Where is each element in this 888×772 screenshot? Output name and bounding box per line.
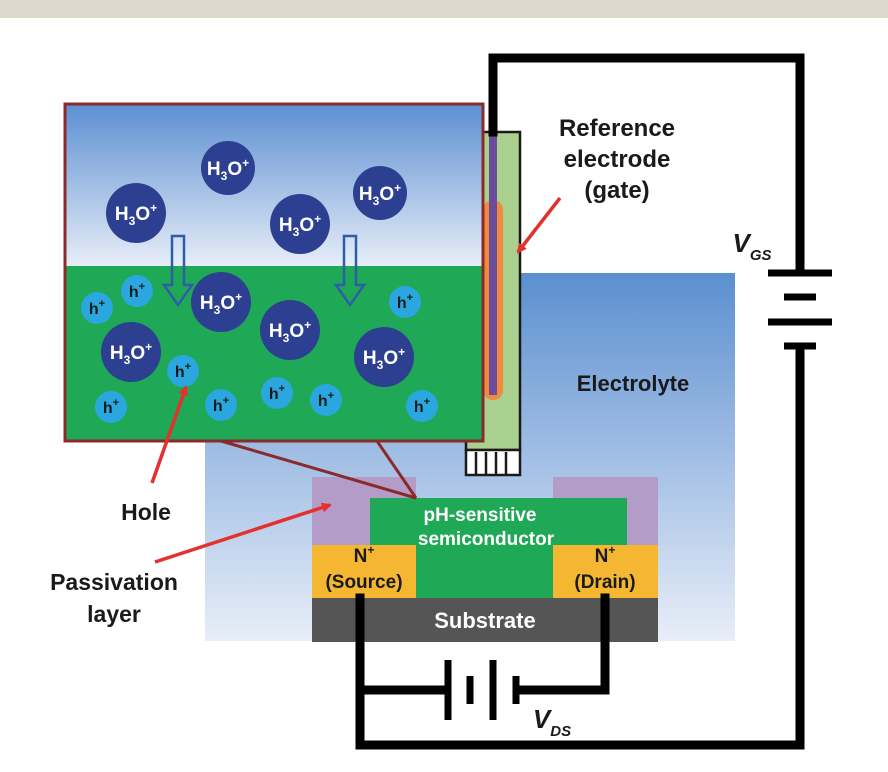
h3o-ions: H3O+ H3O+ H3O+ H3O+ H3O+ H3O+ H3O+ H3O+ — [101, 141, 414, 387]
reference-pointer-arrow — [516, 196, 562, 254]
hole-ion: h+ — [389, 286, 421, 318]
svg-text:h+: h+ — [397, 292, 413, 312]
h3o-ion: H3O+ — [353, 166, 407, 220]
source-label-1: N+ — [354, 543, 375, 567]
svg-text:h+: h+ — [213, 395, 229, 415]
svg-text:H3O+: H3O+ — [110, 340, 152, 367]
ph-sensitive-label-1: pH-sensitive — [424, 505, 537, 526]
drain-region — [553, 545, 658, 598]
h3o-ion: H3O+ — [101, 322, 161, 382]
h3o-ion: H3O+ — [260, 300, 320, 360]
svg-text:h+: h+ — [269, 383, 285, 403]
h3o-ion: H3O+ — [354, 327, 414, 387]
ph-sensitive-label-2: semiconductor — [418, 529, 555, 550]
reference-electrode-label-3: (gate) — [584, 177, 649, 204]
passivation-label-1: Passivation — [50, 569, 178, 595]
hole-ion: h+ — [310, 384, 342, 416]
svg-text:h+: h+ — [129, 281, 145, 301]
svg-text:H3O+: H3O+ — [279, 212, 321, 239]
svg-text:h+: h+ — [414, 396, 430, 416]
callout-line-right — [375, 440, 418, 499]
svg-text:H3O+: H3O+ — [269, 318, 311, 345]
svg-text:H3O+: H3O+ — [363, 345, 405, 372]
circuit-wires — [355, 53, 805, 750]
drain-label-2: (Drain) — [574, 572, 635, 593]
hole-ion: h+ — [81, 292, 113, 324]
vds-battery — [444, 660, 520, 720]
reference-electrode-label-1: Reference — [559, 115, 675, 142]
svg-text:H3O+: H3O+ — [207, 156, 249, 183]
hole-ion: h+ — [205, 389, 237, 421]
svg-text:h+: h+ — [318, 390, 334, 410]
passivation-pointer-arrow — [154, 502, 332, 564]
svg-text:h+: h+ — [89, 298, 105, 318]
down-arrow-right — [333, 234, 367, 308]
vgs-label: VGS — [732, 228, 771, 264]
reference-electrode-label-2: electrode — [564, 146, 671, 173]
substrate-label: Substrate — [434, 608, 535, 633]
hole-ion: h+ — [261, 377, 293, 409]
hole-pointer-arrow — [150, 385, 189, 484]
source-label-2: (Source) — [325, 572, 402, 593]
svg-text:h+: h+ — [103, 397, 119, 417]
down-arrow-left — [161, 234, 195, 308]
vds-label: VDS — [533, 704, 571, 740]
h3o-ion: H3O+ — [191, 272, 251, 332]
h3o-ion: H3O+ — [270, 194, 330, 254]
hole-ion: h+ — [406, 390, 438, 422]
hole-ions: h+ h+ h+ h+ h+ h+ h+ h+ h+ — [81, 275, 438, 423]
hole-ion: h+ — [95, 391, 127, 423]
svg-text:h+: h+ — [175, 361, 191, 381]
h3o-ion: H3O+ — [201, 141, 255, 195]
electrolyte-label: Electrolyte — [577, 371, 690, 396]
svg-text:H3O+: H3O+ — [115, 201, 157, 228]
svg-text:H3O+: H3O+ — [359, 181, 401, 208]
source-region — [312, 545, 416, 598]
drain-label-1: N+ — [595, 543, 616, 567]
passivation-label-2: layer — [87, 601, 141, 627]
hole-label: Hole — [121, 499, 171, 525]
vgs-battery — [768, 269, 832, 350]
hole-ion: h+ — [167, 355, 199, 387]
h3o-ion: H3O+ — [106, 183, 166, 243]
svg-text:H3O+: H3O+ — [200, 290, 242, 317]
top-band — [0, 0, 888, 18]
hole-ion: h+ — [121, 275, 153, 307]
callout-line-left — [220, 439, 417, 500]
substrate — [312, 598, 658, 642]
